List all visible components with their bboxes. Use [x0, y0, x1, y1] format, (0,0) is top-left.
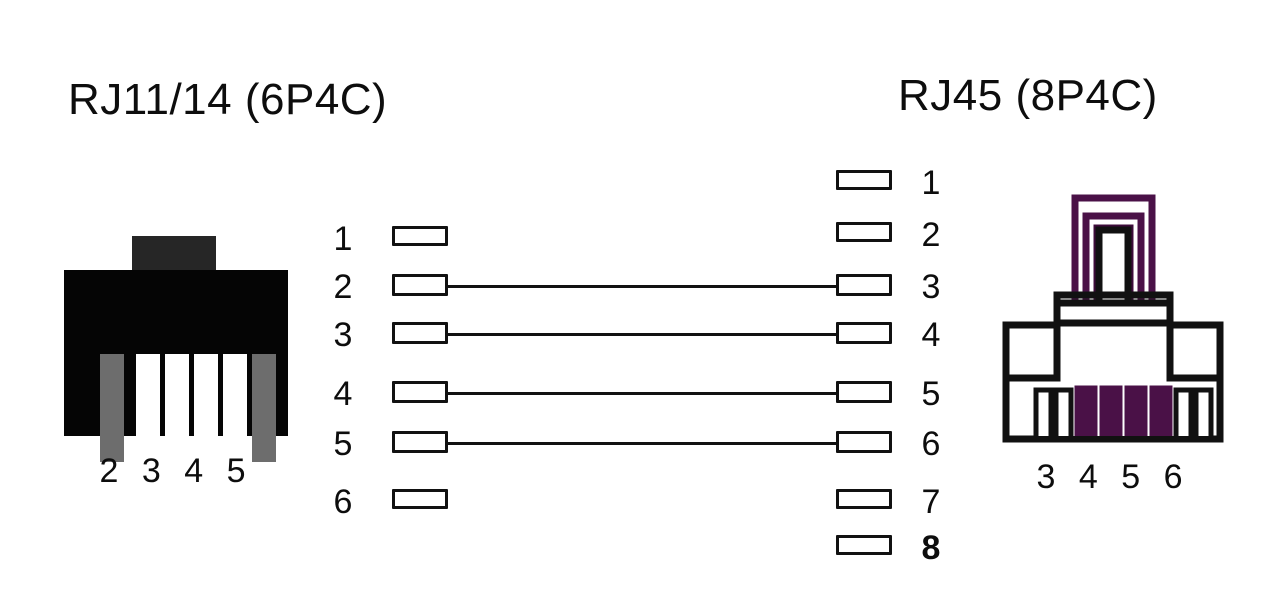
left-pin-label-6: 6	[333, 483, 353, 521]
right-pin-box-8[interactable]	[836, 535, 892, 555]
rj45-right-shoulder	[1166, 325, 1224, 382]
right-pin-label-6: 6	[921, 425, 941, 463]
rj45-pin-1	[1033, 387, 1054, 442]
left-pin-label-3: 3	[333, 316, 353, 354]
right-pin-label-3: 3	[921, 268, 941, 306]
right-pin-box-5[interactable]	[836, 381, 892, 403]
wire-l3-r4	[448, 333, 838, 336]
rj45-neck	[1053, 299, 1174, 323]
rj11-slot-3	[165, 354, 189, 462]
rj11-jack-latch-notch	[132, 236, 216, 272]
right-pin-label-1: 1	[921, 164, 941, 202]
rj11-jack-illustration	[64, 236, 288, 462]
rj45-pin-4	[1099, 385, 1123, 441]
wire-l5-r6	[448, 442, 838, 445]
wire-l4-r5	[448, 392, 838, 395]
right-pin-box-2[interactable]	[836, 222, 892, 242]
rj45-pin-3	[1074, 385, 1098, 441]
right-pin-label-5: 5	[921, 375, 941, 413]
rj45-latch-clip	[1071, 194, 1156, 304]
right-connector-title: RJ45 (8P4C)	[898, 71, 1158, 120]
rj45-pin-2	[1053, 387, 1074, 442]
rj45-pin-6	[1149, 385, 1173, 441]
left-pin-box-3[interactable]	[392, 322, 448, 344]
right-pin-box-7[interactable]	[836, 489, 892, 509]
left-pin-box-6[interactable]	[392, 489, 448, 509]
wire-l2-r3	[448, 285, 838, 288]
right-pin-box-4[interactable]	[836, 322, 892, 344]
rj45-pin-7	[1173, 387, 1194, 442]
rj11-slot-2	[136, 354, 160, 462]
right-pin-box-1[interactable]	[836, 170, 892, 190]
rj45-latch-post	[1095, 226, 1132, 302]
right-pin-label-8: 8	[921, 529, 941, 567]
rj45-plug-illustration	[1000, 182, 1226, 446]
rj45-pin-5	[1124, 385, 1148, 441]
rj11-slot-6	[252, 354, 276, 462]
rj11-jack-pin-caption: 2 3 4 5	[99, 452, 253, 490]
left-pin-box-4[interactable]	[392, 381, 448, 403]
right-pin-label-7: 7	[921, 483, 941, 521]
right-pin-label-4: 4	[921, 316, 941, 354]
left-pin-label-5: 5	[333, 425, 353, 463]
rj45-plug-pin-caption: 3 4 5 6	[1036, 458, 1190, 496]
left-pin-box-1[interactable]	[392, 226, 448, 246]
left-pin-label-4: 4	[333, 375, 353, 413]
left-pin-box-2[interactable]	[392, 274, 448, 296]
left-pin-label-2: 2	[333, 268, 353, 306]
right-pin-label-2: 2	[921, 216, 941, 254]
left-pin-box-5[interactable]	[392, 431, 448, 453]
rj45-pin-8	[1193, 387, 1214, 442]
rj11-jack-body	[64, 270, 288, 462]
right-pin-box-3[interactable]	[836, 274, 892, 296]
left-pin-label-1: 1	[333, 220, 353, 258]
rj11-slot-4	[194, 354, 218, 462]
left-connector-title: RJ11/14 (6P4C)	[68, 75, 388, 124]
right-pin-box-6[interactable]	[836, 431, 892, 453]
rj11-slot-5	[223, 354, 247, 462]
rj11-slot-1	[100, 354, 124, 462]
rj45-left-shoulder	[1002, 325, 1061, 382]
